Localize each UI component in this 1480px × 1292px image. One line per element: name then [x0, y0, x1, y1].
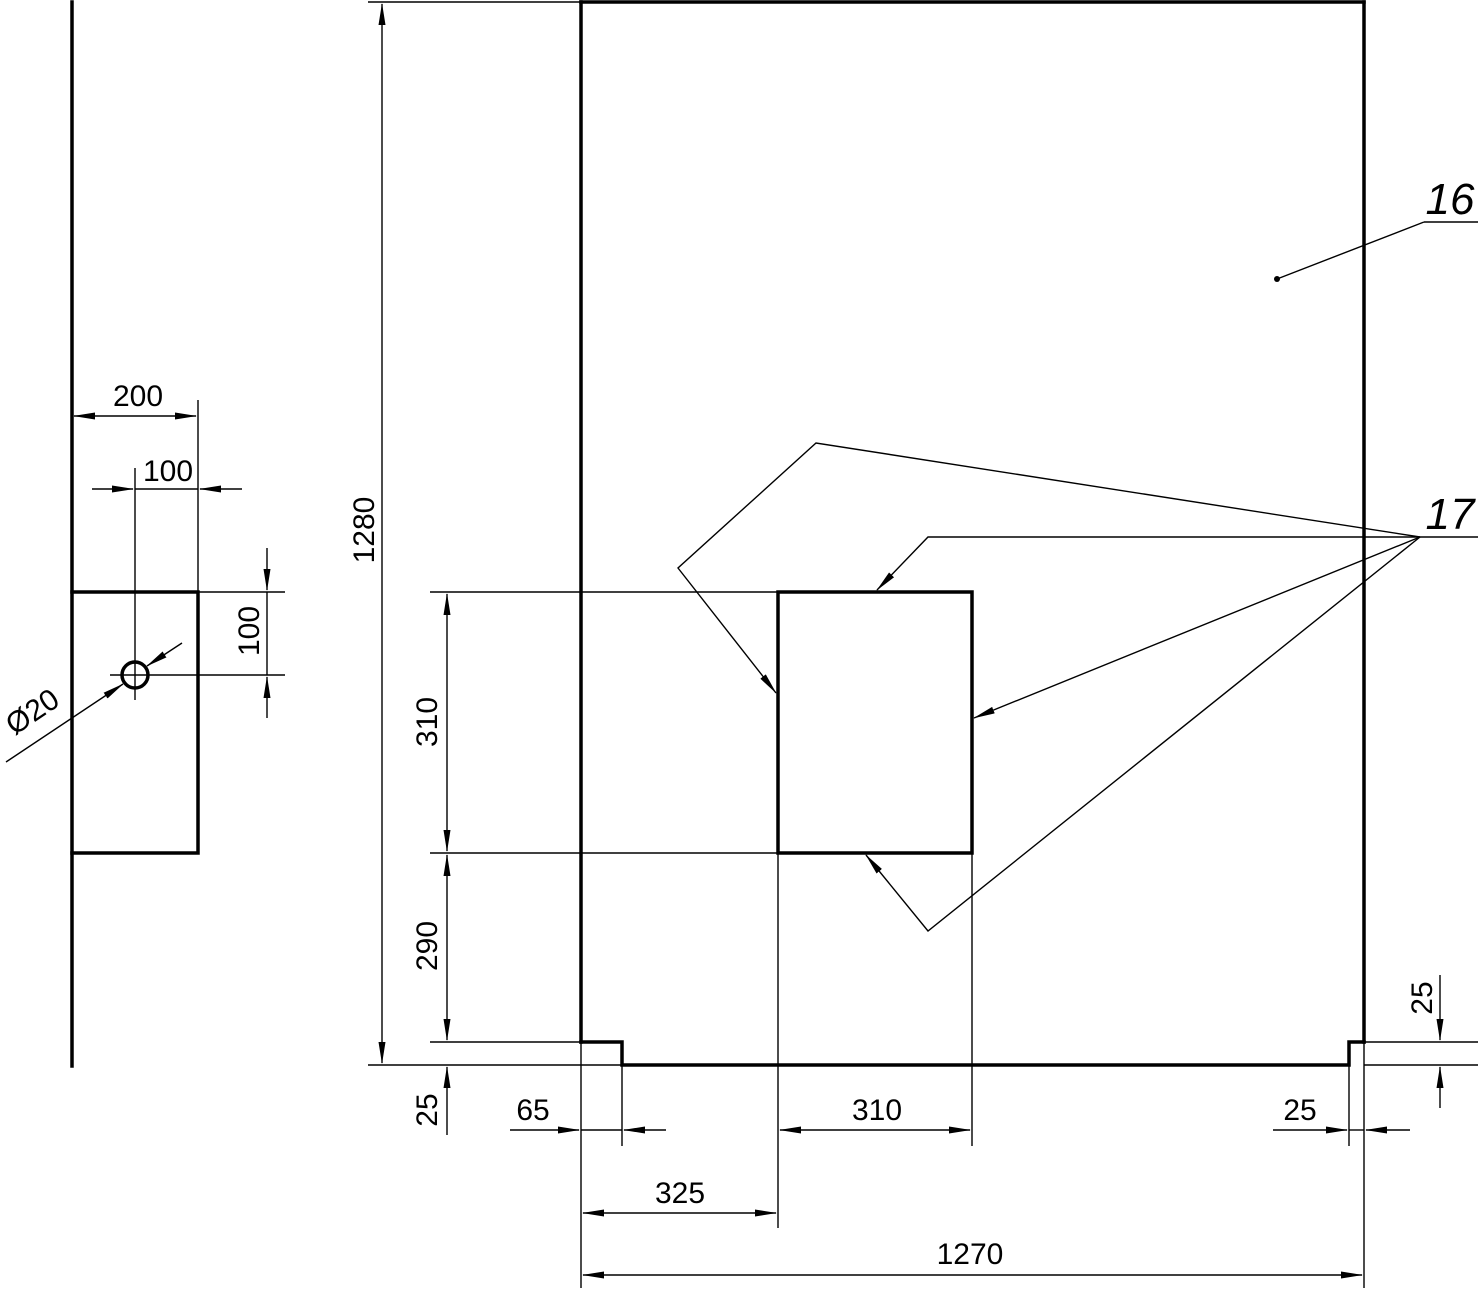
dim-325-text: 325: [655, 1177, 705, 1210]
dim-25-right-text: 25: [1406, 981, 1439, 1014]
callout-17: 17: [677, 442, 1478, 932]
dim-diameter-20-text: Ø20: [0, 683, 65, 742]
dim-1280-text: 1280: [348, 497, 381, 564]
side-view: 200 100 100 Ø20: [0, 0, 285, 1068]
front-view: 1280 310 290 25 25 65 310 25 325 1270: [348, 0, 1478, 1288]
dim-25-horizontal-text: 25: [1283, 1094, 1316, 1127]
callout-17-label: 17: [1426, 490, 1476, 539]
dim-1270-text: 1270: [937, 1238, 1004, 1271]
dim-310-horizontal-text: 310: [852, 1094, 902, 1127]
dim-100-vertical-text: 100: [233, 606, 266, 656]
dim-200-text: 200: [113, 380, 163, 413]
dim-25-left-text: 25: [411, 1093, 444, 1126]
dim-100-horizontal-text: 100: [143, 455, 193, 488]
dim-290-text: 290: [411, 921, 444, 971]
opening-rect: [776, 590, 974, 855]
dim-310-vertical-text: 310: [411, 697, 444, 747]
callout-16: 16: [1274, 175, 1478, 282]
dim-65-text: 65: [516, 1094, 549, 1127]
callout-16-label: 16: [1426, 175, 1475, 224]
